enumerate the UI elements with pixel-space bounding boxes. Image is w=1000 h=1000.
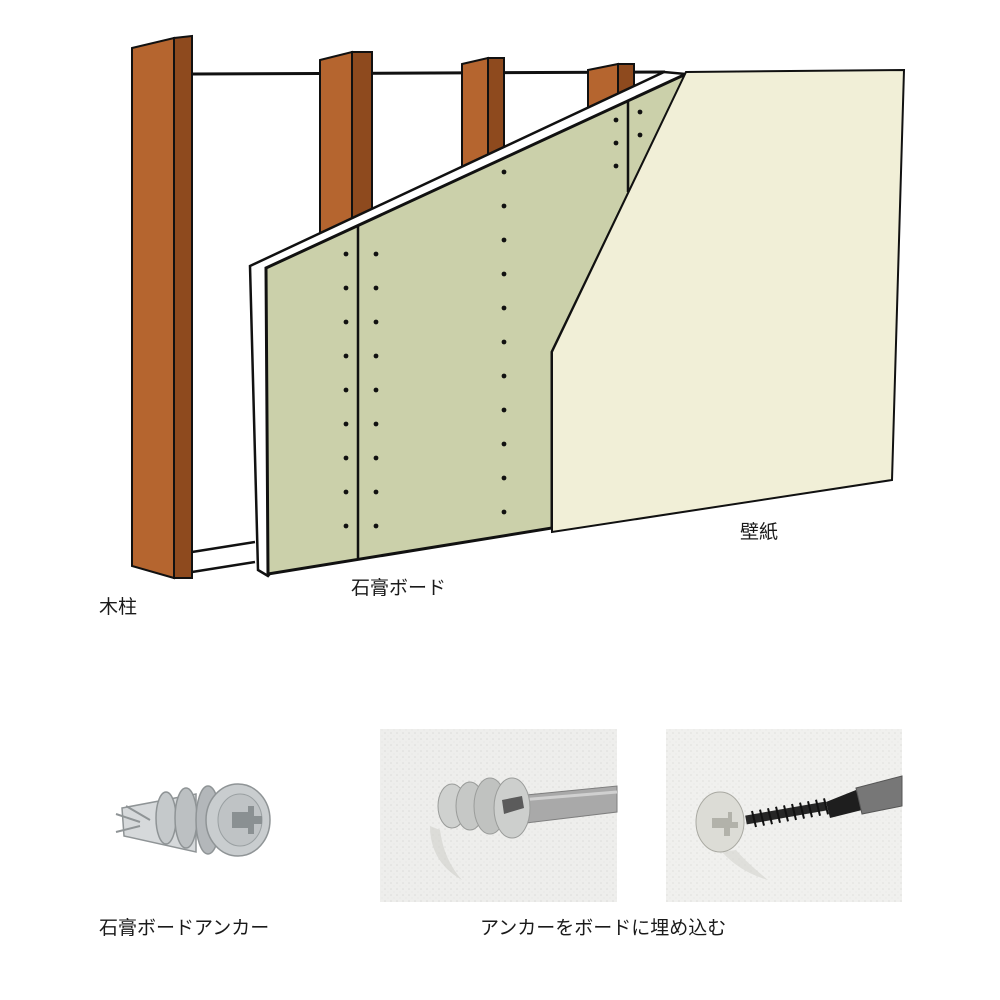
screw-thread-line <box>767 807 773 825</box>
screw-hole-dot <box>637 132 643 138</box>
screw-hole-dot <box>501 509 507 515</box>
screw-hole-dot <box>613 117 619 123</box>
screw-hole-dot <box>373 489 379 495</box>
screw-thread-line <box>791 803 797 821</box>
photo-anchor-install <box>380 729 618 902</box>
screw-hole-dot <box>501 475 507 481</box>
screw-thread-line <box>823 798 829 815</box>
screw-hole-dot <box>373 387 379 393</box>
screw-hole-dot <box>343 523 349 529</box>
screw-hole-dot <box>501 305 507 311</box>
screw-hole-dot <box>501 271 507 277</box>
frame-top-line <box>191 70 666 76</box>
screw-hole-dot <box>343 319 349 325</box>
photo-screw-install <box>666 729 903 902</box>
screw-hole-dot <box>501 339 507 345</box>
wood-stud-2 <box>319 50 373 241</box>
wallpaper-sheet <box>551 68 906 534</box>
screw-thread-line <box>799 802 805 819</box>
screw-hole-dot <box>501 169 507 175</box>
screw-hole-dot <box>501 373 507 379</box>
screw-holes <box>343 109 643 529</box>
label-gypsum-board: 石膏ボード <box>351 577 447 599</box>
screw-thread-line <box>783 805 789 822</box>
screw-hole-dot <box>613 140 619 146</box>
screw-hole-dot <box>501 203 507 209</box>
screw-hole-dot <box>637 109 643 115</box>
screw-hole-dot <box>373 319 379 325</box>
screw-hole-dot <box>373 455 379 461</box>
screw-thread-line <box>759 809 765 826</box>
screw-thread-line <box>775 806 781 824</box>
screwdriver-tip <box>826 790 862 818</box>
screw-hole-dot <box>501 441 507 447</box>
label-drywall-anchor: 石膏ボードアンカー <box>99 917 270 939</box>
screw-hole-dot <box>343 285 349 291</box>
frame-bottom-line <box>191 540 256 574</box>
screw-hole-dot <box>373 353 379 359</box>
screw-hole-dot <box>373 523 379 529</box>
screw-hole-dot <box>343 455 349 461</box>
screw-hole-dot <box>343 387 349 393</box>
screw-thread-line <box>815 799 821 817</box>
label-wallpaper: 壁紙 <box>740 521 779 543</box>
screw-hole-dot <box>613 163 619 169</box>
screw-hole-dot <box>343 421 349 427</box>
screw-hole-dot <box>343 489 349 495</box>
drywall-anchor-icon <box>115 783 271 857</box>
screw-hole-dot <box>373 285 379 291</box>
label-wood-stud: 木柱 <box>99 596 138 618</box>
label-embed-anchor: アンカーをボードに埋め込む <box>480 917 727 939</box>
screw-hole-dot <box>501 237 507 243</box>
screw-hole-dot <box>343 251 349 257</box>
screw-hole-dot <box>343 353 349 359</box>
screw-hole-dot <box>501 407 507 413</box>
screw-thread-line <box>807 800 813 818</box>
screw-thread-line <box>751 810 757 828</box>
wood-stud-1 <box>131 34 193 580</box>
screw-hole-dot <box>373 251 379 257</box>
screw-hole-dot <box>373 421 379 427</box>
